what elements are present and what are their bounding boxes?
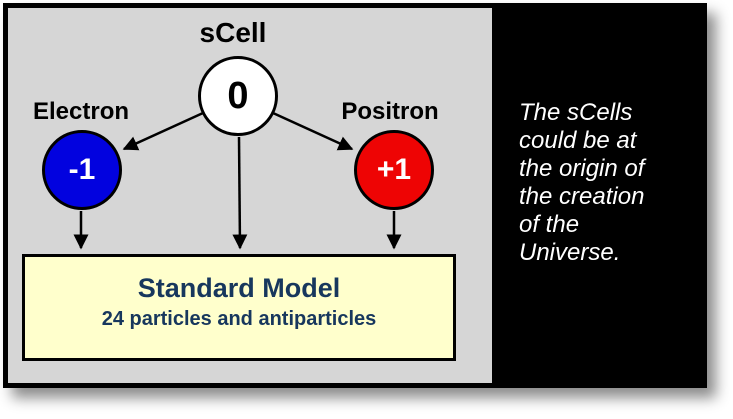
scell-node: 0	[198, 56, 278, 136]
positron-charge: +1	[376, 153, 412, 186]
caption-line: The sCells	[519, 99, 633, 126]
electron-label: Electron	[32, 98, 130, 125]
electron-node: -1	[42, 130, 122, 210]
sidebar-caption: The sCells could be at the origin of the…	[519, 99, 705, 267]
caption-line: of the	[519, 211, 580, 238]
standard-model-box: Standard Model 24 particles and antipart…	[22, 254, 456, 361]
positron-label: Positron	[341, 98, 439, 125]
caption-line: could be at	[519, 127, 637, 154]
positron-node: +1	[354, 130, 434, 210]
scell-charge: 0	[227, 74, 249, 117]
standard-model-subtitle: 24 particles and antiparticles	[101, 308, 377, 330]
caption-line: Universe.	[519, 239, 621, 266]
caption-line: the origin of	[519, 155, 645, 182]
standard-model-title: Standard Model	[137, 273, 341, 303]
electron-charge: -1	[68, 153, 96, 186]
scell-label: sCell	[199, 17, 267, 48]
caption-line: the creation	[519, 183, 645, 210]
